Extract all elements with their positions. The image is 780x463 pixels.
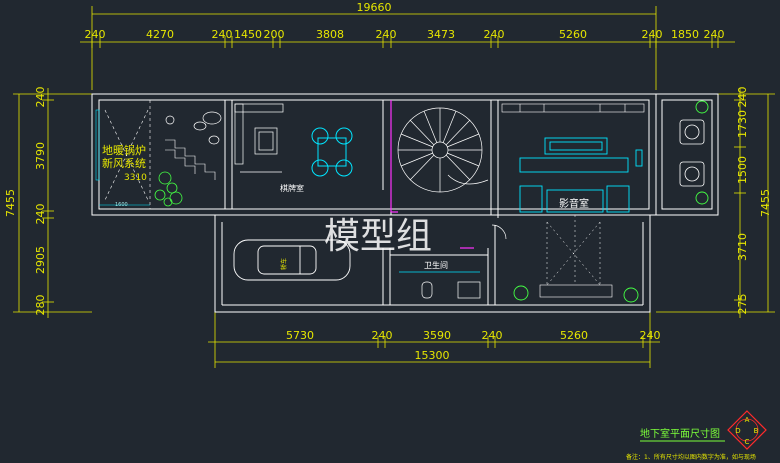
top-dim-6: 3808 bbox=[316, 28, 344, 41]
top-dim-9: 240 bbox=[484, 28, 505, 41]
cinema-plants bbox=[513, 100, 709, 303]
right-total-dim: 7455 bbox=[759, 189, 772, 217]
right-dim-2: 1730 bbox=[736, 110, 749, 138]
bathroom-fixtures bbox=[399, 224, 507, 299]
top-dimension-chain bbox=[80, 6, 735, 90]
chess-room-sofa bbox=[234, 103, 284, 173]
chess-room-label: 棋牌室 bbox=[280, 183, 304, 193]
right-dim-1: 240 bbox=[736, 87, 749, 108]
bottom-dimension-chain bbox=[208, 312, 660, 368]
boiler-room-fixtures bbox=[95, 100, 216, 209]
left-dim-3: 240 bbox=[34, 204, 47, 225]
top-dim-12: 1850 bbox=[671, 28, 699, 41]
right-dim-3: 1500 bbox=[736, 156, 749, 184]
bottom-dim-2: 240 bbox=[372, 329, 393, 342]
logo-letter-b: B bbox=[754, 427, 759, 435]
stair-partition bbox=[390, 100, 474, 249]
top-dim-3: 240 bbox=[212, 28, 233, 41]
boiler-dim-label: 3310 bbox=[124, 173, 147, 183]
left-dim-5: 280 bbox=[34, 295, 47, 316]
car-label: 轿车 bbox=[280, 258, 288, 270]
top-dim-5: 200 bbox=[264, 28, 285, 41]
top-dim-11: 240 bbox=[642, 28, 663, 41]
bottom-dim-4: 240 bbox=[482, 329, 503, 342]
bottom-dim-1: 5730 bbox=[286, 329, 314, 342]
left-total-dim: 7455 bbox=[4, 189, 17, 217]
bottom-dim-5: 5260 bbox=[560, 329, 588, 342]
cinema-room-label: 影音室 bbox=[559, 197, 589, 210]
footer-note: 备注：1、所有尺寸均以图内数字为准，如与现场 bbox=[626, 453, 756, 461]
car bbox=[233, 239, 351, 281]
left-dimension-chain bbox=[13, 88, 92, 318]
balcony-chairs bbox=[679, 119, 705, 187]
boiler-plants bbox=[154, 171, 183, 207]
bathroom-label: 卫生间 bbox=[424, 260, 448, 270]
left-dim-4: 2905 bbox=[34, 246, 47, 274]
watermark: 模型组 bbox=[324, 216, 432, 257]
top-dim-8: 3473 bbox=[427, 28, 455, 41]
logo-letter-a: A bbox=[745, 416, 750, 424]
cinema-projection bbox=[546, 215, 601, 286]
cinema-furniture bbox=[519, 137, 643, 213]
chess-table bbox=[311, 127, 353, 177]
bottom-dim-3: 3590 bbox=[423, 329, 451, 342]
company-logo: A B C D bbox=[727, 410, 767, 450]
top-dim-13: 240 bbox=[704, 28, 725, 41]
bottom-dim-6: 240 bbox=[640, 329, 661, 342]
boiler-stones bbox=[165, 111, 222, 145]
logo-letter-d: D bbox=[735, 427, 740, 435]
boiler-sub-label: 1600 bbox=[115, 202, 128, 208]
logo-letter-c: C bbox=[745, 438, 750, 446]
bottom-total-dim: 15300 bbox=[415, 349, 450, 362]
top-dim-7: 240 bbox=[376, 28, 397, 41]
spiral-staircase bbox=[397, 107, 489, 193]
top-total-dim: 19660 bbox=[357, 1, 392, 14]
cinema-speaker-bar bbox=[539, 284, 613, 298]
right-dimension-chain bbox=[656, 88, 775, 318]
left-dim-1: 240 bbox=[34, 87, 47, 108]
boiler-label: 地暖锅炉 bbox=[102, 144, 146, 157]
top-dim-1: 240 bbox=[85, 28, 106, 41]
fresh-air-label: 新风系统 bbox=[102, 156, 146, 170]
left-dim-2: 3790 bbox=[34, 142, 47, 170]
drawing-title: 地下室平面尺寸图 bbox=[640, 427, 720, 440]
top-dim-4: 1450 bbox=[234, 28, 262, 41]
top-dim-2: 4270 bbox=[146, 28, 174, 41]
top-dim-10: 5260 bbox=[559, 28, 587, 41]
right-dim-5: 275 bbox=[736, 294, 749, 315]
cinema-shelf bbox=[501, 103, 645, 113]
right-dim-4: 3710 bbox=[736, 233, 749, 261]
